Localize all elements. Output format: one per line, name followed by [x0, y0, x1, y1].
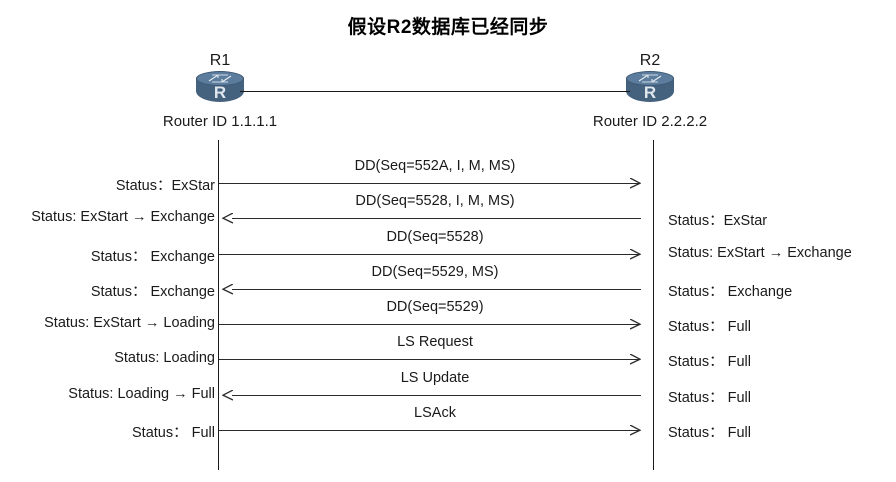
router-icon-r1: R: [196, 71, 244, 105]
message-line: [219, 254, 640, 255]
arrowhead-right-icon: [630, 319, 641, 330]
message-label: DD(Seq=552A, I, M, MS): [354, 158, 516, 174]
router-id-r2: Router ID 2.2.2.2: [592, 113, 708, 130]
status-right-r2: Status： Full: [668, 390, 751, 406]
message-label: LS Request: [397, 334, 473, 350]
status-left-r1: Status: ExStart → Loading: [44, 315, 215, 331]
status-right-r2: Status：ExStar: [668, 213, 768, 229]
router-arrows-icon: [208, 74, 232, 83]
router-letter: R: [213, 83, 227, 102]
router-letter: R: [643, 83, 657, 102]
message-line: [219, 359, 640, 360]
arrowhead-right-icon: [630, 354, 641, 365]
status-right-r2: Status： Full: [668, 425, 751, 441]
message-label: DD(Seq=5528, I, M, MS): [355, 193, 515, 209]
arrowhead-left-icon: [222, 213, 233, 224]
status-left-r1: Status： Full: [132, 425, 215, 441]
message-line: [219, 324, 640, 325]
status-left-r1: Status：ExStar: [115, 178, 215, 194]
status-right-r2: Status： Full: [668, 354, 751, 370]
message-line: [219, 183, 640, 184]
router-top-ellipse: [626, 71, 674, 86]
status-right-r2: Status： Exchange: [668, 284, 793, 300]
lifeline-r1: [218, 140, 219, 470]
status-left-r1: Status: Loading → Full: [68, 386, 215, 402]
message-label: DD(Seq=5529): [386, 299, 484, 315]
message-line: [232, 289, 641, 290]
router-arrows-icon: [638, 74, 662, 83]
message-line: [232, 395, 641, 396]
router-icon-r2: R: [626, 71, 674, 105]
status-right-r2: Status： Full: [668, 319, 751, 335]
page-title: 假设R2数据库已经同步: [347, 17, 549, 38]
status-left-r1: Status: ExStart → Exchange: [31, 209, 215, 225]
message-line: [232, 218, 641, 219]
status-right-r2: Status: ExStart → Exchange: [668, 245, 852, 261]
message-line: [219, 430, 640, 431]
message-label: DD(Seq=5529, MS): [371, 264, 499, 280]
arrowhead-right-icon: [630, 425, 641, 436]
router-id-r1: Router ID 1.1.1.1: [162, 113, 278, 130]
status-left-r1: Status: Loading: [114, 350, 215, 366]
router-top-ellipse: [196, 71, 244, 86]
arrowhead-left-icon: [222, 390, 233, 401]
message-label: DD(Seq=5528): [386, 229, 484, 245]
node-label-r2: R2: [639, 52, 661, 69]
status-left-r1: Status： Exchange: [90, 284, 215, 300]
arrowhead-left-icon: [222, 284, 233, 295]
arrowhead-right-icon: [630, 178, 641, 189]
message-label: LSAck: [414, 405, 456, 421]
arrowhead-right-icon: [630, 249, 641, 260]
lifeline-r2: [653, 140, 654, 470]
message-label: LS Update: [400, 370, 470, 386]
status-left-r1: Status： Exchange: [90, 249, 215, 265]
node-label-r1: R1: [209, 52, 231, 69]
router-link-line: [240, 91, 630, 92]
